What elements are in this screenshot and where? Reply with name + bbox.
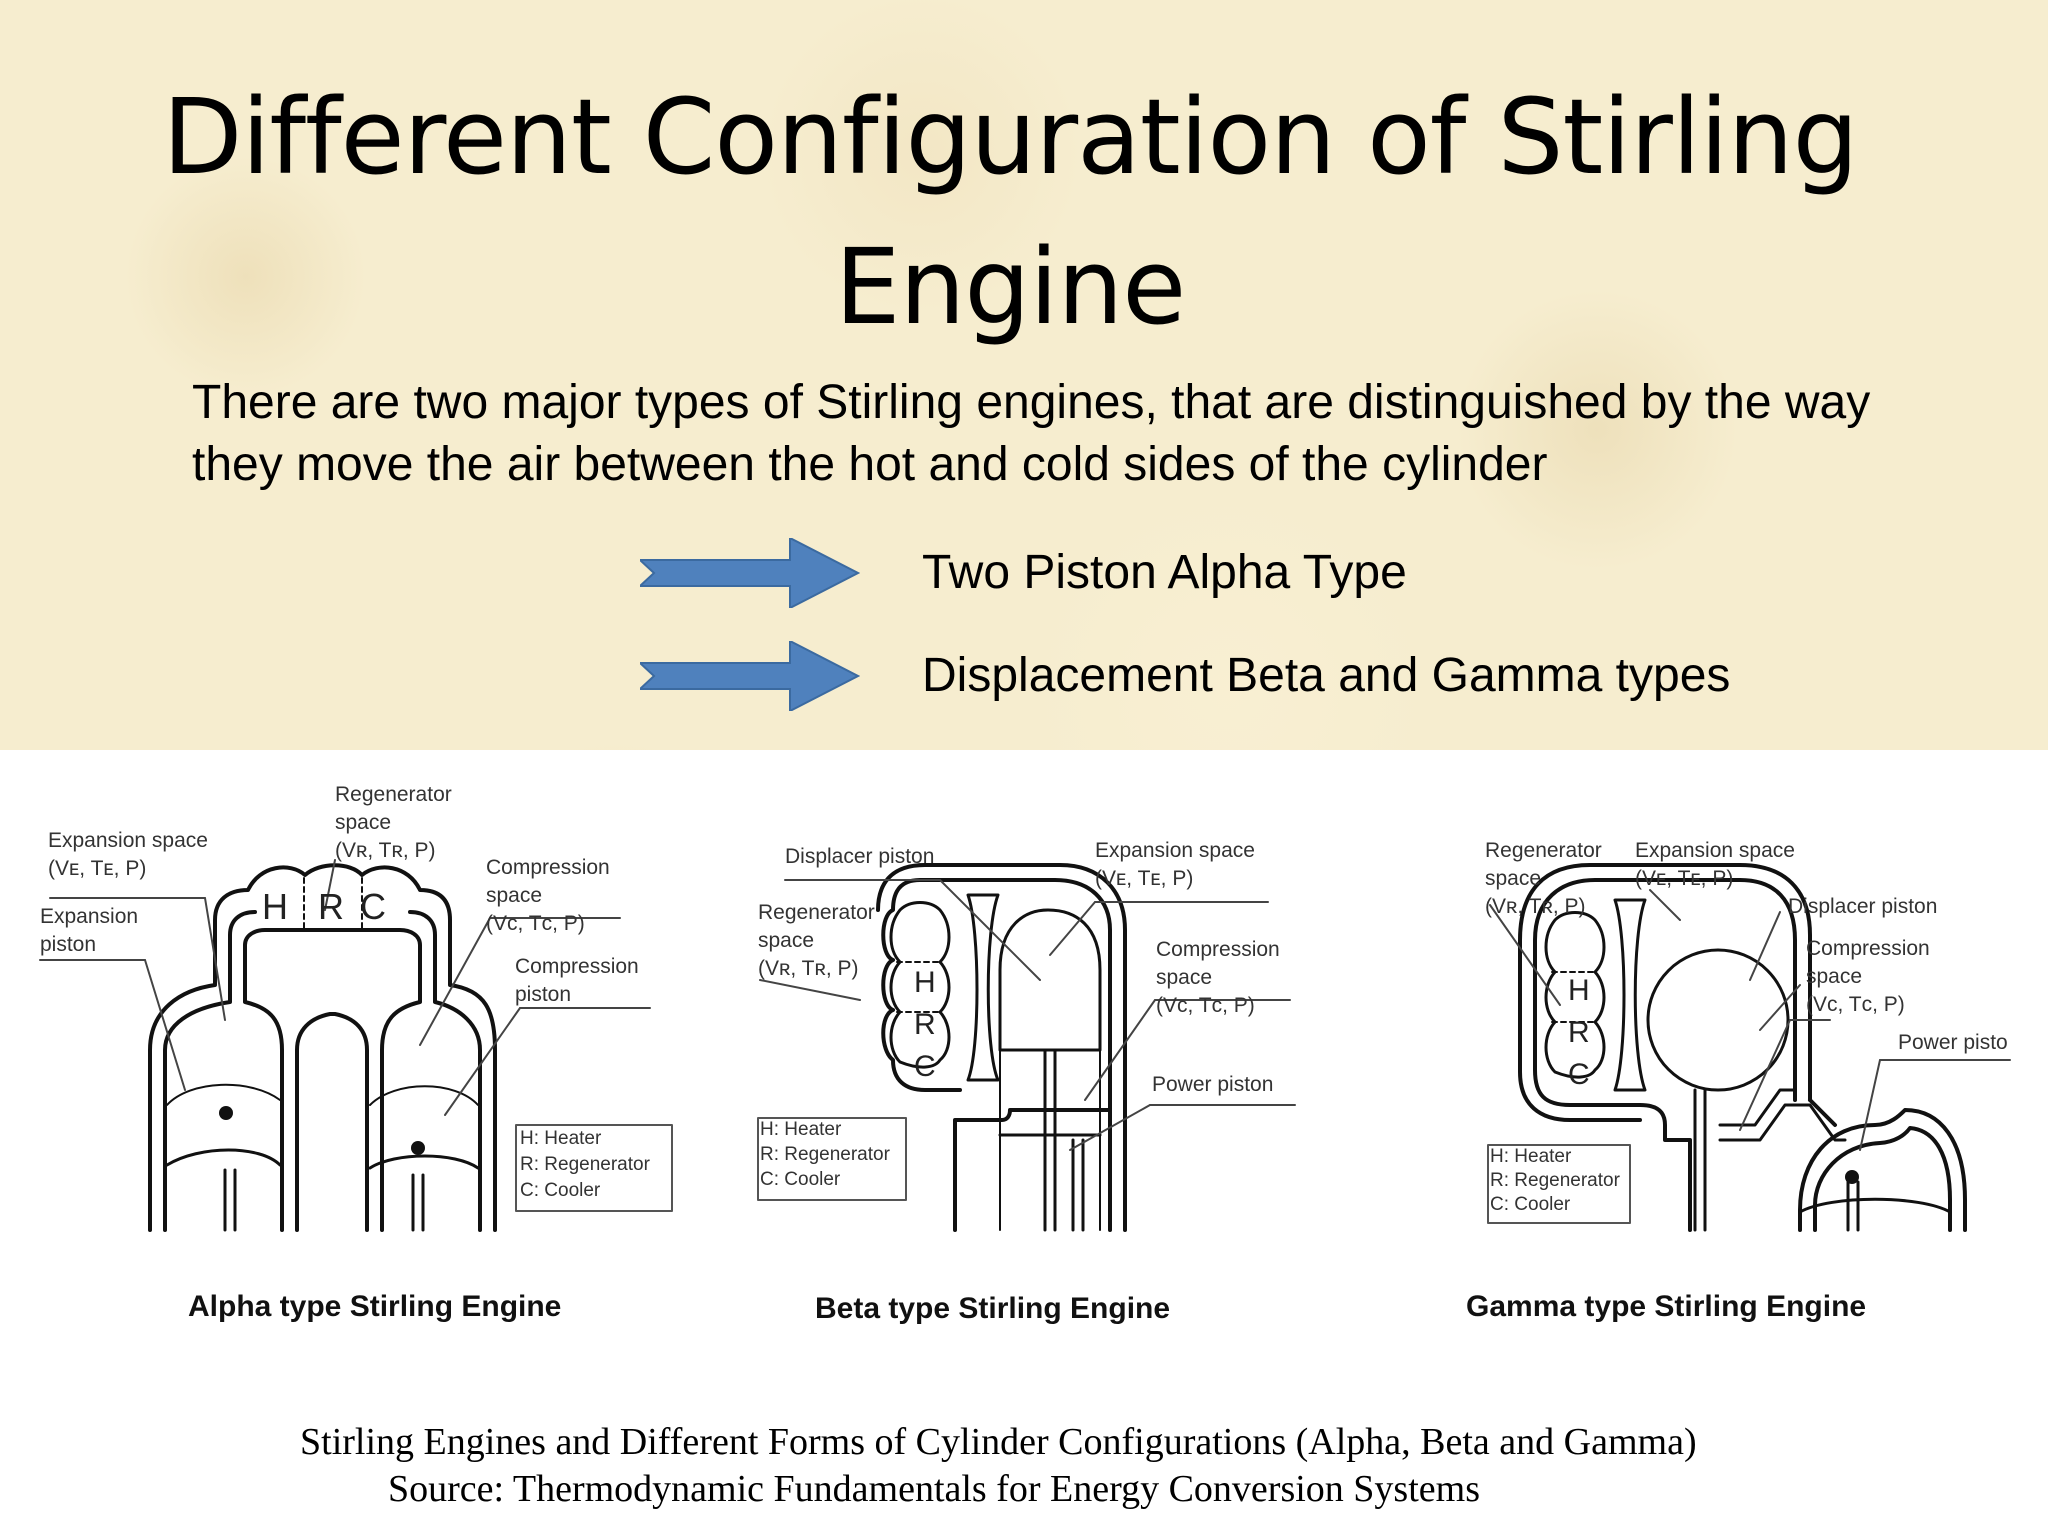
alpha-label: Expansion space — [48, 829, 208, 852]
gamma-label: (Vʀ, Tʀ, P) — [1485, 895, 1586, 918]
beta-label: (Vʀ, Tʀ, P) — [758, 957, 859, 980]
beta-label: space — [758, 929, 815, 952]
beta-label: Regenerator — [758, 901, 875, 924]
beta-label: Expansion space — [1095, 839, 1255, 862]
beta-letter-r: R — [914, 1008, 936, 1041]
alpha-label: (Vʀ, Tʀ, P) — [335, 839, 436, 862]
alpha-label: Expansion — [40, 905, 139, 928]
alpha-label: (Vᴄ, Tᴄ, P) — [486, 912, 585, 935]
alpha-label: space — [335, 811, 392, 834]
slide-title: Different Configuration of Stirling Engi… — [162, 76, 1858, 348]
gamma-caption: Gamma type Stirling Engine — [1466, 1290, 1867, 1323]
gamma-letter-c: C — [1568, 1058, 1590, 1091]
intro-text: There are two major types of Stirling en… — [192, 376, 1871, 491]
gamma-label: Displacer piston — [1788, 895, 1938, 918]
beta-legend: R: Regenerator — [760, 1144, 890, 1165]
gamma-label: Regenerator — [1485, 839, 1602, 862]
alpha-diagram — [39, 859, 673, 1232]
alpha-label: Regenerator — [335, 783, 452, 806]
gamma-legend: H: Heater — [1490, 1146, 1572, 1167]
alpha-legend: H: Heater — [520, 1128, 602, 1149]
beta-label: Displacer piston — [785, 845, 935, 868]
gamma-diagram — [1487, 863, 2011, 1232]
gamma-label: (Vᴇ, Tᴇ, P) — [1635, 867, 1734, 890]
stirling-figure: H R C Regenerator space (Vʀ, Tʀ, P) Expa… — [0, 750, 2048, 1536]
beta-legend: H: Heater — [760, 1119, 842, 1140]
gamma-letter-r: R — [1568, 1016, 1590, 1049]
beta-label: Power piston — [1152, 1073, 1274, 1096]
beta-label: (Vᴇ, Tᴇ, P) — [1095, 867, 1194, 890]
alpha-caption: Alpha type Stirling Engine — [188, 1290, 562, 1323]
gamma-label: Compression — [1806, 937, 1930, 960]
arrow-right-icon — [640, 538, 860, 608]
alpha-letter-h: H — [262, 886, 288, 927]
alpha-letter-r: R — [318, 886, 344, 927]
alpha-label: piston — [515, 983, 572, 1006]
engine-diagrams — [39, 859, 2011, 1232]
gamma-label: Power pisto — [1898, 1031, 2008, 1054]
source-caption-line1: Stirling Engines and Different Forms of … — [300, 1421, 1697, 1463]
beta-letter-c: C — [914, 1050, 936, 1083]
alpha-label: Compression — [515, 955, 639, 978]
beta-letter-h: H — [914, 966, 936, 999]
bullet-beta-gamma: Displacement Beta and Gamma types — [922, 649, 1731, 702]
gamma-legend: C: Cooler — [1490, 1194, 1571, 1215]
gamma-legend: R: Regenerator — [1490, 1170, 1620, 1191]
bullet-alpha: Two Piston Alpha Type — [922, 546, 1407, 599]
arrow-right-icon — [640, 641, 860, 711]
gamma-label: (Vᴄ, Tᴄ, P) — [1806, 993, 1905, 1016]
beta-label: space — [1156, 966, 1213, 989]
alpha-label: space — [486, 884, 543, 907]
alpha-letter-c: C — [360, 886, 386, 927]
alpha-label: (Vᴇ, Tᴇ, P) — [48, 857, 147, 880]
alpha-label: piston — [40, 933, 97, 956]
beta-label: Compression — [1156, 938, 1280, 961]
gamma-letter-h: H — [1568, 974, 1590, 1007]
source-caption-line2: Source: Thermodynamic Fundamentals for E… — [388, 1468, 1480, 1510]
gamma-label: Expansion space — [1635, 839, 1795, 862]
beta-diagram — [757, 863, 1296, 1232]
beta-legend: C: Cooler — [760, 1169, 841, 1190]
gamma-label: space — [1806, 965, 1863, 988]
alpha-legend: R: Regenerator — [520, 1154, 650, 1175]
beta-caption: Beta type Stirling Engine — [815, 1292, 1171, 1325]
alpha-legend: C: Cooler — [520, 1180, 601, 1201]
gamma-label: space — [1485, 867, 1542, 890]
beta-label: (Vᴄ, Tᴄ, P) — [1156, 994, 1255, 1017]
alpha-label: Compression — [486, 856, 610, 879]
